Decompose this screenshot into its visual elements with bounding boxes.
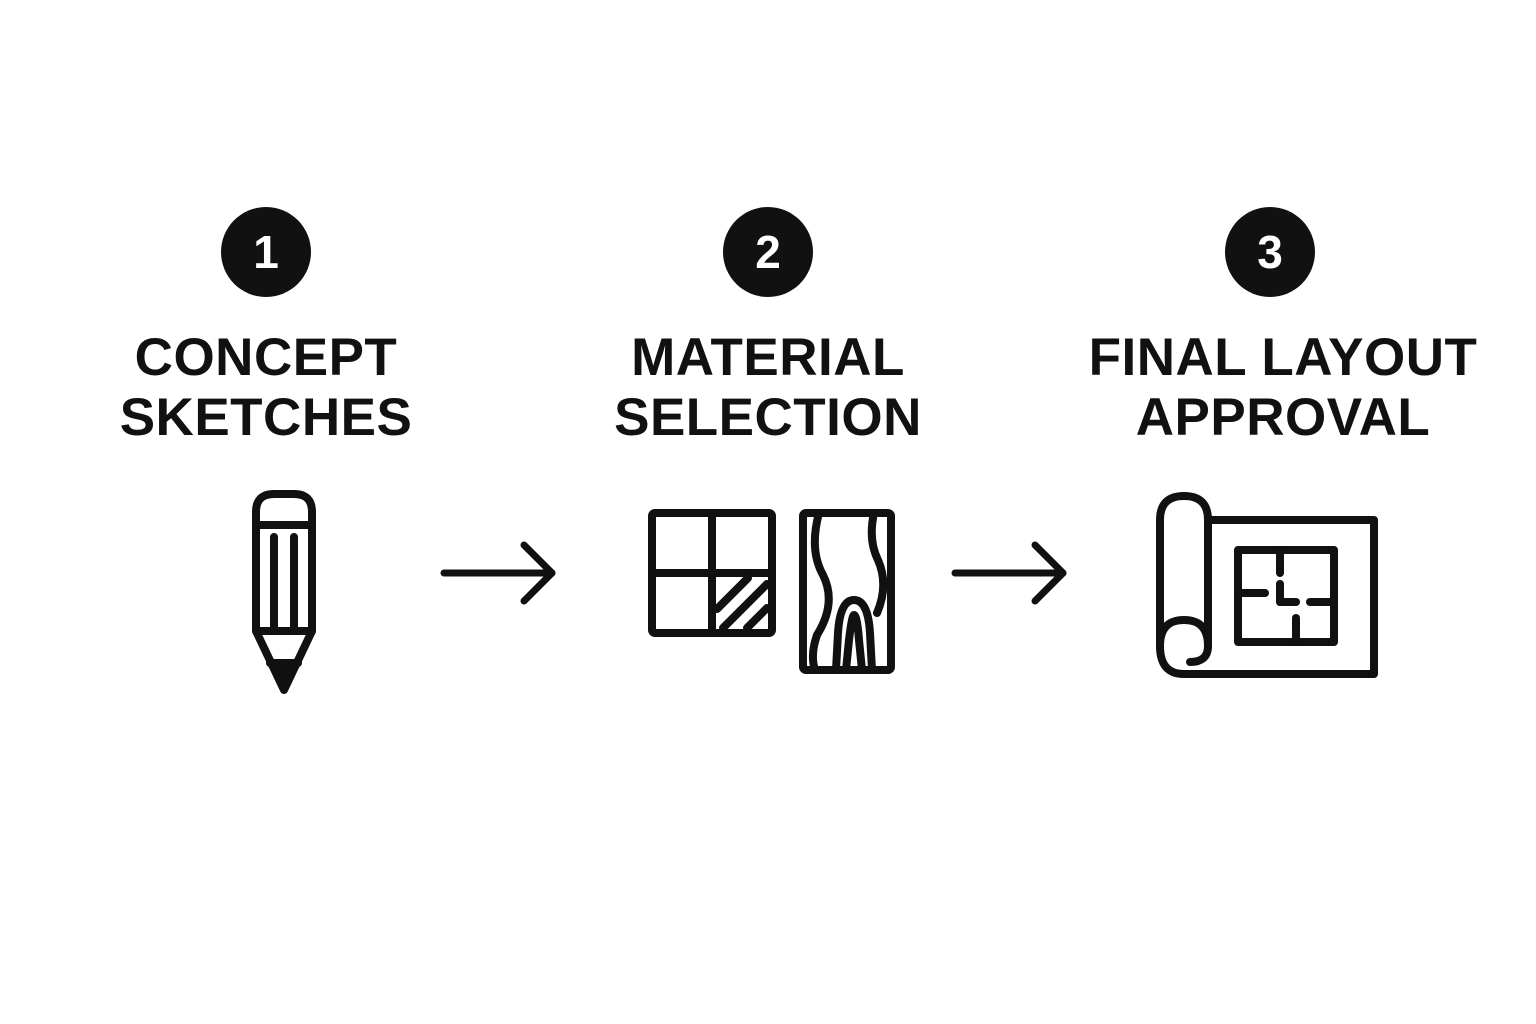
step-1-badge: 1 bbox=[221, 207, 311, 297]
step-3-title: FINAL LAYOUT APPROVAL bbox=[1073, 328, 1493, 448]
tile-and-wood-sample-icon bbox=[648, 509, 895, 674]
step-1-title-line-1: CONCEPT bbox=[134, 328, 398, 387]
step-3-badge: 3 bbox=[1225, 207, 1315, 297]
step-2-title-line-2: SELECTION bbox=[614, 388, 922, 447]
step-2-badge: 2 bbox=[723, 207, 813, 297]
step-2-title: MATERIAL SELECTION bbox=[558, 328, 978, 448]
step-3-title-line-1: FINAL LAYOUT bbox=[1088, 328, 1478, 387]
pencil-icon bbox=[252, 490, 316, 694]
arrow-right-icon bbox=[440, 541, 556, 605]
step-2-title-line-1: MATERIAL bbox=[631, 328, 905, 387]
blueprint-icon bbox=[1156, 492, 1378, 678]
arrow-right-icon bbox=[951, 541, 1067, 605]
step-3-title-line-2: APPROVAL bbox=[1135, 388, 1431, 447]
step-1-title-line-2: SKETCHES bbox=[119, 388, 413, 447]
step-1-title: CONCEPT SKETCHES bbox=[56, 328, 476, 448]
